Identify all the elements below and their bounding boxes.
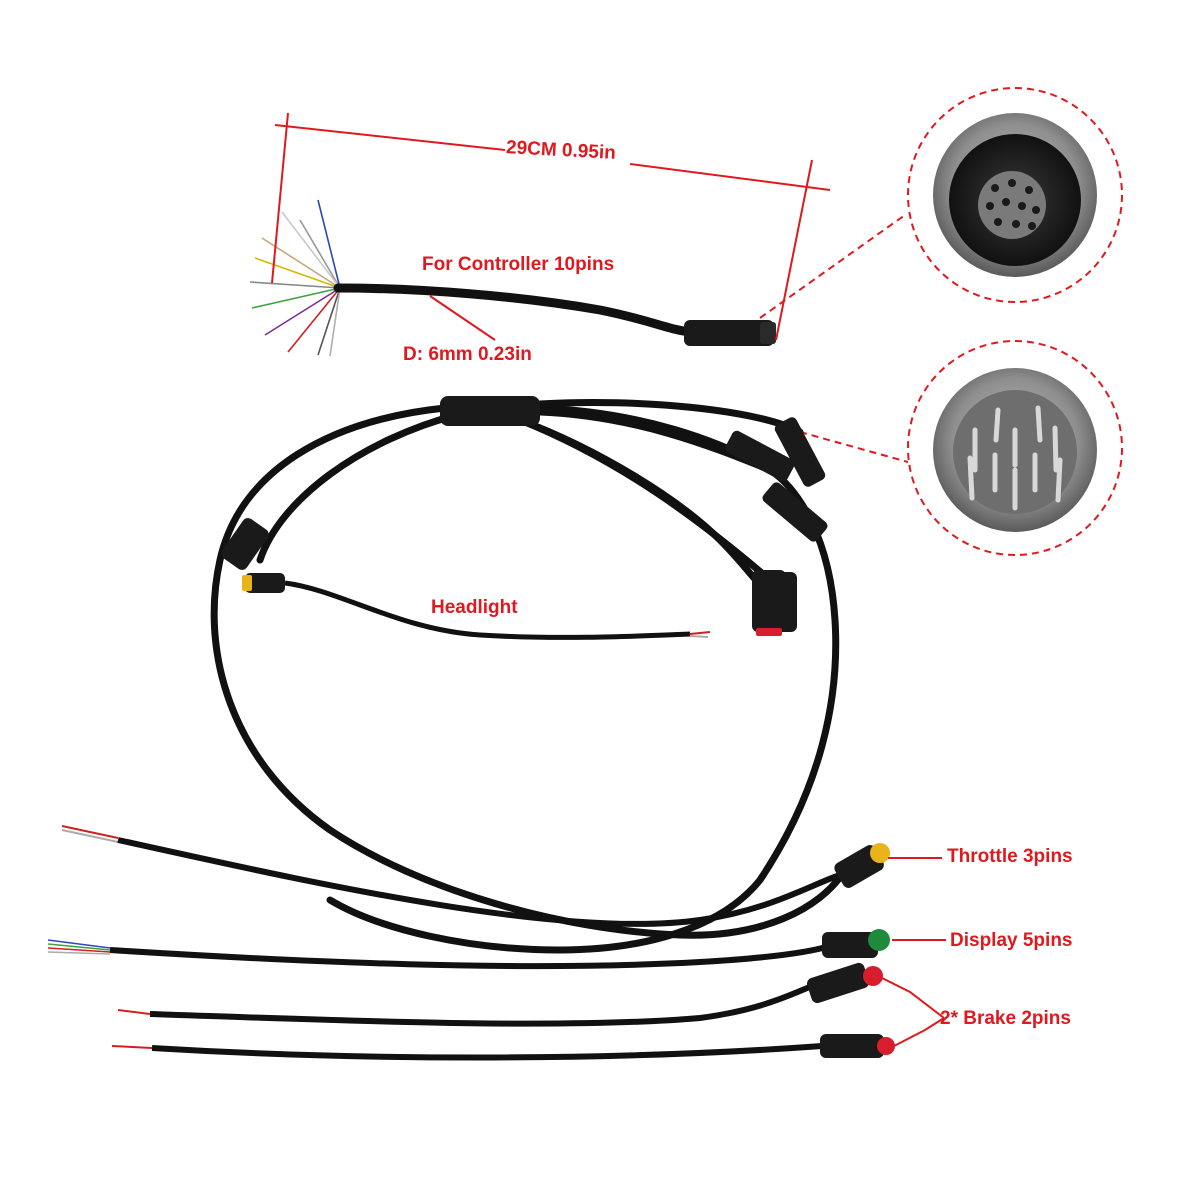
label-pointers — [881, 857, 946, 1047]
controller-cable — [249, 199, 776, 357]
callout-lines — [759, 214, 909, 463]
diameter-label: D: 6mm 0.23in — [403, 344, 532, 365]
length-dimension — [271, 112, 831, 341]
diameter-pointer — [429, 295, 496, 341]
brake-cable-2 — [111, 1034, 895, 1061]
throttle-cable — [61, 825, 890, 927]
female-connector-10pin — [684, 320, 774, 346]
y-junction — [440, 396, 540, 426]
branch-connectors — [221, 417, 828, 632]
controller-label: For Controller 10pins — [422, 254, 615, 275]
display-label: Display 5pins — [950, 930, 1073, 951]
display-cable — [47, 929, 890, 970]
headlight-cable — [242, 573, 711, 640]
main-harness — [210, 398, 849, 954]
bare-wires — [249, 199, 341, 357]
throttle-label: Throttle 3pins — [947, 846, 1073, 867]
male-plug-closeup — [907, 340, 1123, 556]
brake-label: 2* Brake 2pins — [940, 1008, 1071, 1029]
brake-cable-1 — [117, 962, 883, 1027]
female-socket-closeup — [907, 87, 1123, 303]
headlight-label: Headlight — [431, 597, 518, 618]
